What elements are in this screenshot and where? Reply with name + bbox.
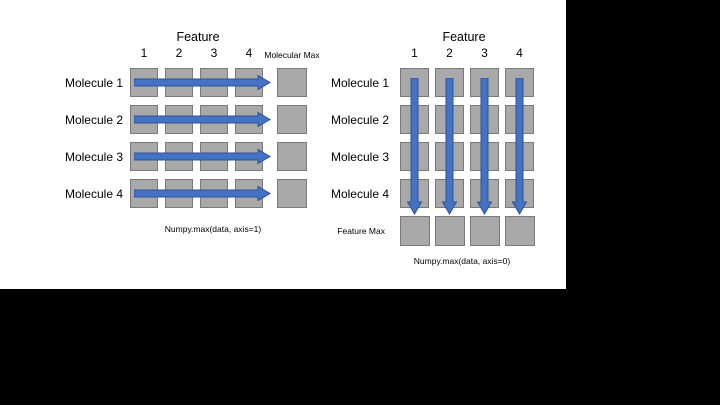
result-cell (505, 216, 535, 246)
molecular-max-label: Molecular Max (264, 50, 320, 60)
row-label: Molecule 4 (330, 186, 389, 201)
feature-header-left: Feature (176, 30, 220, 44)
row-label: Molecule 1 (64, 75, 123, 90)
row-max-arrow (134, 185, 271, 202)
column-label: 4 (516, 46, 523, 60)
feature-max-label: Feature Max (337, 226, 385, 236)
row-max-arrow (134, 74, 271, 91)
result-cell (435, 216, 465, 246)
row-label: Molecule 4 (64, 186, 123, 201)
result-cell (400, 216, 430, 246)
row-max-arrow (134, 111, 271, 128)
row-max-arrow (134, 148, 271, 165)
column-label: 1 (411, 46, 418, 60)
result-cell (277, 68, 307, 97)
result-cell (277, 142, 307, 171)
axis0-caption: Numpy.max(data, axis=0) (413, 256, 511, 266)
column-label: 2 (446, 46, 453, 60)
column-label: 4 (245, 46, 253, 60)
row-label: Molecule 3 (64, 149, 123, 164)
column-label: 2 (175, 46, 183, 60)
column-max-arrow (476, 78, 493, 215)
column-max-arrow (406, 78, 423, 215)
result-cell (470, 216, 500, 246)
column-label: 1 (140, 46, 148, 60)
column-label: 3 (210, 46, 218, 60)
column-max-arrow (441, 78, 458, 215)
result-cell (277, 179, 307, 208)
column-max-arrow (511, 78, 528, 215)
axis1-caption: Numpy.max(data, axis=1) (164, 224, 262, 234)
column-label: 3 (481, 46, 488, 60)
slide: Feature 1 2 3 4 Molecular Max Molecule 1… (0, 0, 566, 289)
row-label: Molecule 2 (64, 112, 123, 127)
row-label: Molecule 2 (330, 112, 389, 127)
row-label: Molecule 3 (330, 149, 389, 164)
row-label: Molecule 1 (330, 75, 389, 90)
result-cell (277, 105, 307, 134)
feature-header-right: Feature (442, 30, 486, 44)
